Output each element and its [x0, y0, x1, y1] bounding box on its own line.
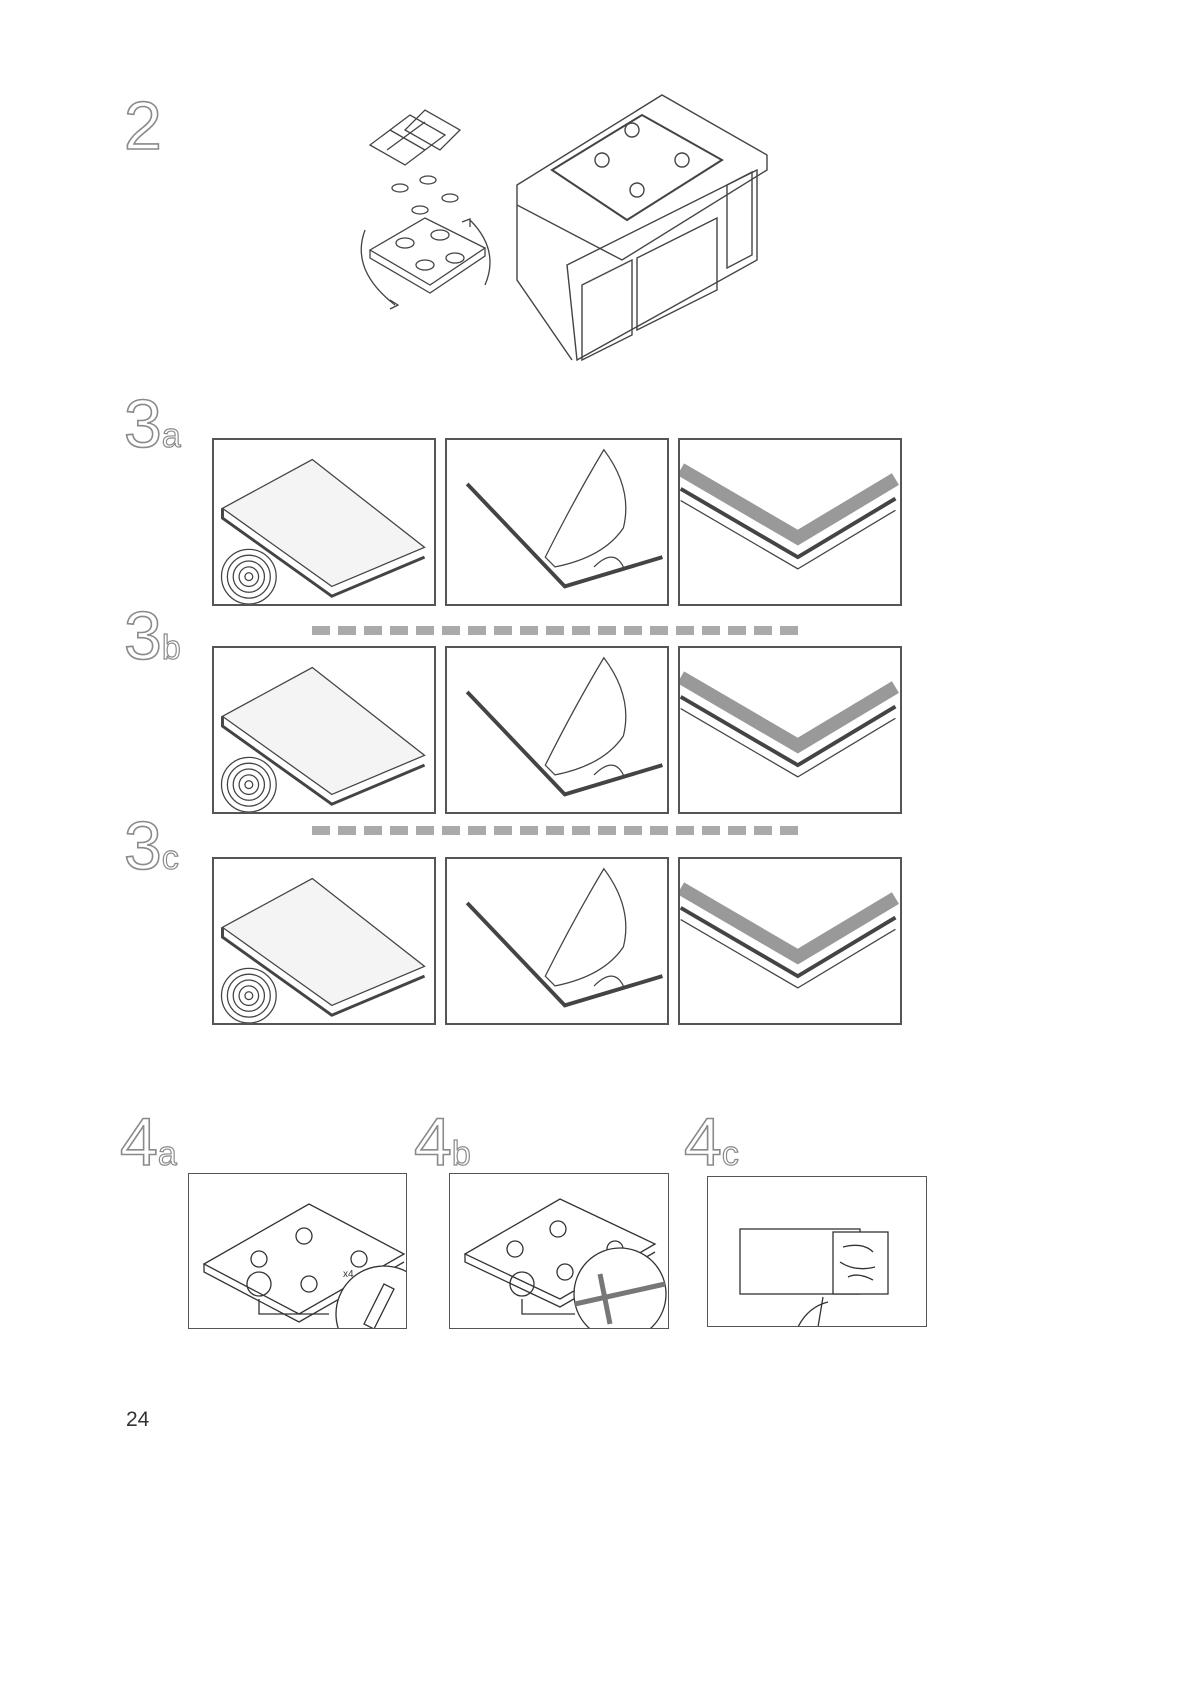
- step-3b-panel-3: [678, 646, 902, 814]
- seal-fitting-illustration: [465, 448, 663, 589]
- cabinet-with-hob-illustration: [516, 94, 768, 362]
- step-3a-panel-2: [445, 438, 669, 606]
- seal-fitting-illustration: [220, 458, 426, 604]
- step-3c-panel-3: [678, 857, 902, 1025]
- step-4c-panel: [707, 1176, 927, 1327]
- step-4b-panel: [449, 1173, 669, 1329]
- step-3a-panel-1: [212, 438, 436, 606]
- sticker-application-illustration: [739, 1228, 889, 1326]
- quantity-note: x4: [343, 1269, 354, 1280]
- step-3c-panel-2: [445, 857, 669, 1025]
- seal-fitting-illustration: [680, 882, 899, 989]
- step-3b-label: 3b: [123, 598, 181, 674]
- step-3a-panel-3: [678, 438, 902, 606]
- step-3b-panel-1: [212, 646, 436, 814]
- step-2-label: 2: [123, 88, 162, 164]
- step-3c-label: 3c: [123, 808, 179, 884]
- clamp-fitting-illustration: [202, 1203, 406, 1328]
- step-3c-panel-1: [212, 857, 436, 1025]
- seal-fitting-illustration: [220, 666, 426, 812]
- seal-fitting-illustration: [220, 877, 426, 1023]
- step-4b-label: 4b: [413, 1104, 471, 1180]
- step-4a-panel: x4: [188, 1173, 407, 1329]
- hob-disassembly-illustration: [360, 109, 491, 310]
- step-3a-label: 3a: [123, 386, 181, 462]
- page-number: 24: [126, 1408, 150, 1431]
- separator-3a-3b: [312, 626, 798, 635]
- seal-fitting-illustration: [680, 463, 899, 570]
- clamp-tightening-illustration: [463, 1198, 667, 1328]
- step-3b-panel-2: [445, 646, 669, 814]
- step-4a-label: 4a: [119, 1104, 177, 1180]
- separator-3b-3c: [312, 826, 798, 835]
- step-4c-label: 4c: [683, 1104, 739, 1180]
- seal-fitting-illustration: [465, 656, 663, 797]
- seal-fitting-illustration: [465, 867, 663, 1008]
- seal-fitting-illustration: [680, 671, 899, 778]
